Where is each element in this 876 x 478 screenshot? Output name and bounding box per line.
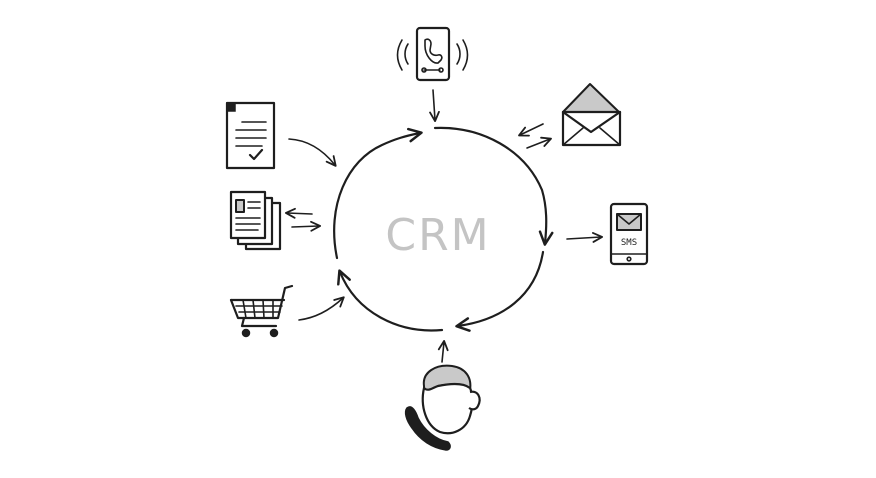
forms-icon: [229, 190, 282, 251]
contract-document-icon: [225, 101, 276, 170]
arrow-phone-to-crm: [429, 89, 440, 123]
arrow-crm-to-forms: [284, 207, 313, 219]
cycle-arc-bottom-right: [455, 250, 545, 332]
crm-cycle-ring: [333, 126, 554, 332]
cycle-arc-top-right: [433, 126, 554, 246]
shopping-cart-icon: [229, 284, 294, 338]
cycle-arc-bottom-left: [337, 269, 444, 332]
crm-label: CRM: [385, 210, 490, 261]
arrow-crm-to-envelope: [526, 136, 552, 149]
arrow-forms-to-crm: [291, 220, 322, 232]
arrow-cart-to-crm: [298, 296, 345, 321]
envelope-icon: [561, 83, 622, 147]
sms-label: SMS: [621, 238, 637, 248]
phone-icon: [396, 26, 469, 82]
customer-icon: [404, 339, 481, 451]
cycle-arc-top-left: [333, 127, 423, 260]
sms-phone-icon: SMS: [609, 202, 649, 266]
arrow-envelope-to-crm: [518, 123, 544, 137]
arrow-crm-to-sms: [566, 232, 604, 243]
arrow-contract-to-crm: [288, 138, 337, 167]
